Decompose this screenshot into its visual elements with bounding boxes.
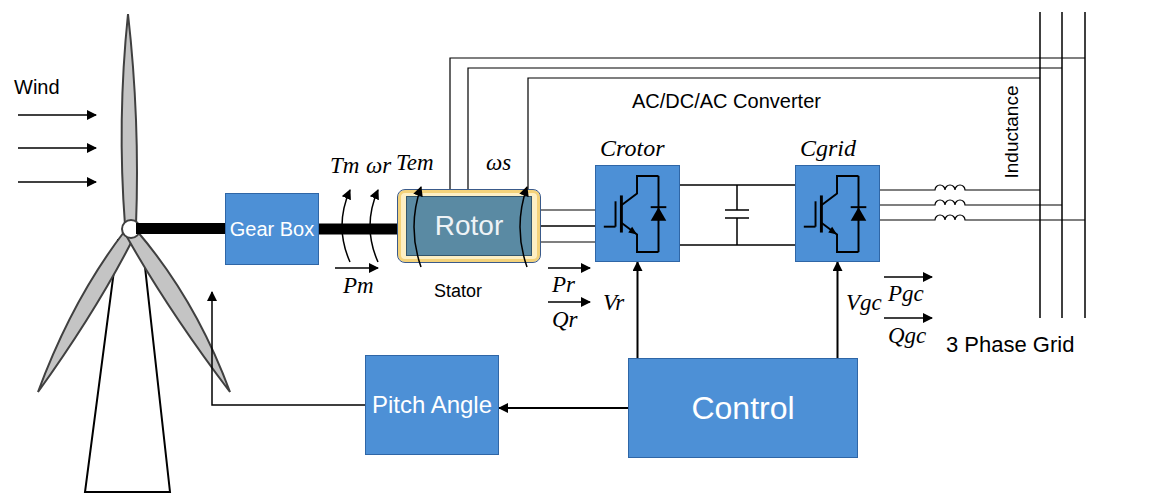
power-arrow — [548, 301, 590, 303]
rotor-wire — [540, 241, 595, 242]
igbt-mark — [851, 207, 867, 221]
signal-label: Pgc — [888, 281, 924, 306]
igbt-symbol — [596, 166, 679, 261]
text-label: AC/DC/AC Converter — [632, 90, 821, 112]
signal-label: ωs — [486, 150, 511, 175]
rotation-arrow — [520, 187, 527, 267]
igbt-mark — [651, 207, 667, 221]
box-label: Control — [691, 390, 794, 427]
signal-label: Tm — [330, 153, 359, 178]
turbine-blade — [38, 232, 134, 392]
rotor-converter: Crotor — [595, 165, 680, 262]
power-arrow — [884, 317, 932, 319]
text-label: Inductance — [1002, 86, 1023, 179]
rotor-box: Rotor — [406, 196, 532, 256]
connector — [637, 262, 639, 358]
text-label: Wind — [14, 76, 60, 98]
stator-wire — [450, 58, 1085, 190]
igbt-line — [621, 176, 658, 205]
turbine-blade — [127, 231, 230, 392]
pitch-control-arrow — [212, 292, 365, 405]
turbine-shaft — [136, 223, 226, 234]
text-label: 3 Phase Grid — [946, 333, 1074, 357]
power-arrow — [335, 267, 378, 269]
signal-label: Pr — [552, 272, 575, 297]
box-label: Rotor — [435, 210, 503, 242]
igbt-line — [615, 201, 617, 226]
capacitor-symbol — [725, 185, 749, 245]
grid-phase-line — [1039, 12, 1041, 318]
signal-label: Tem — [396, 150, 434, 175]
control-box: Control — [628, 358, 858, 458]
box-label: Gear Box — [230, 218, 314, 241]
inductor-wire — [880, 185, 1040, 190]
connector — [680, 184, 795, 186]
inductor-wire — [880, 215, 1085, 220]
turbine-blade — [122, 14, 137, 225]
wind-arrow — [18, 147, 96, 149]
converter-label: Cgrid — [800, 135, 856, 163]
igbt-line — [604, 226, 616, 228]
connector — [837, 262, 839, 358]
stator-wire — [468, 68, 1062, 190]
signal-label: ωr — [366, 153, 391, 178]
wind-arrows — [18, 115, 96, 182]
connector — [532, 225, 595, 227]
grid-side-wires — [880, 185, 1085, 220]
gearbox-box: Gear Box — [225, 193, 319, 265]
grid-bus — [1040, 12, 1085, 318]
signal-label: Vgc — [846, 290, 882, 315]
igbt-line — [820, 195, 823, 232]
stator-wires — [450, 58, 1085, 190]
igbt-symbol — [796, 166, 879, 261]
drive-shaft — [319, 224, 398, 235]
power-arrow — [884, 276, 932, 278]
igbt-line — [804, 226, 816, 228]
igbt-mark — [628, 227, 637, 235]
stator-label: Stator — [434, 281, 482, 302]
signal-label: Qr — [552, 307, 578, 332]
power-arrows — [335, 268, 932, 318]
igbt-line — [821, 176, 858, 205]
rotation-arrow — [414, 187, 421, 267]
igbt-line — [821, 223, 858, 252]
rotor-wire — [540, 209, 595, 210]
igbt-line — [620, 195, 623, 232]
signal-label: Vr — [603, 290, 624, 315]
generator-housing: RotorStator — [398, 190, 540, 262]
signal-label: Pm — [343, 273, 374, 298]
dc-link — [680, 185, 795, 245]
grid-phase-line — [1061, 12, 1063, 318]
igbt-mark — [828, 227, 837, 235]
wind-arrow — [18, 114, 96, 116]
igbt-line — [815, 201, 817, 226]
box-label: Pitch Angle — [372, 391, 492, 419]
wind-turbine — [38, 14, 230, 492]
converter-label: Crotor — [600, 135, 664, 163]
grid-phase-line — [1084, 12, 1086, 318]
connector — [499, 407, 628, 409]
igbt-line — [621, 223, 658, 252]
signal-label: Qgc — [888, 323, 926, 348]
grid-converter: Cgrid — [795, 165, 880, 262]
wind-arrow — [18, 181, 96, 183]
pitch-angle-box: Pitch Angle — [365, 355, 499, 455]
power-arrow — [548, 267, 590, 269]
inductor-wire — [880, 200, 1062, 205]
